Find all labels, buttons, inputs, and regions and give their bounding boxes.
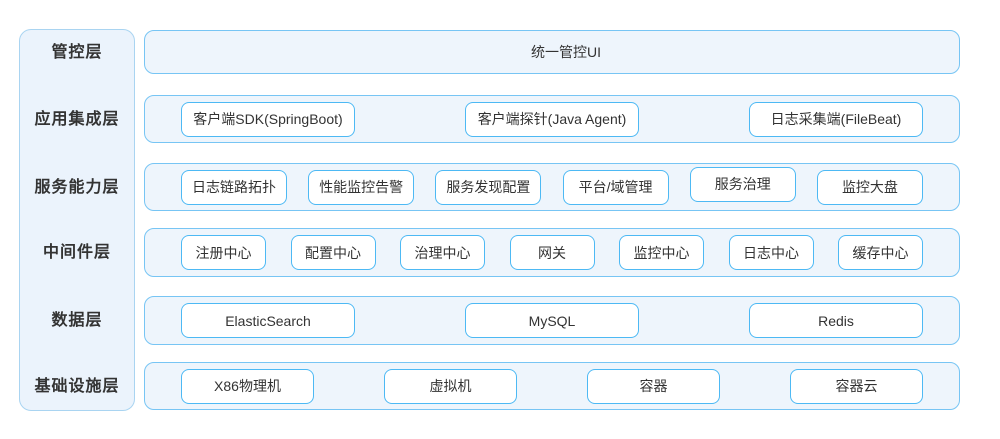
row-service-capability-layer: 日志链路拓扑 性能监控告警 服务发现配置 平台/域管理 服务治理 监控大盘	[144, 163, 960, 211]
box-mysql: MySQL	[465, 303, 639, 338]
row-infrastructure-layer: X86物理机 虚拟机 容器 容器云	[144, 362, 960, 410]
box-virtual-machine: 虚拟机	[384, 368, 517, 404]
layer-label-infrastructure: 基础设施层	[34, 378, 120, 395]
box-gateway: 网关	[509, 235, 595, 270]
layer-sidebar: 管控层 应用集成层 服务能力层 中间件层 数据层 基础设施层	[19, 29, 135, 411]
layer-label-data: 数据层	[51, 312, 103, 329]
layer-label-control: 管控层	[51, 44, 103, 61]
box-service-discovery-config: 服务发现配置	[435, 169, 542, 205]
box-monitor-dashboard: 监控大盘	[816, 169, 923, 205]
layer-label-service-capability: 服务能力层	[34, 179, 120, 196]
box-client-agent: 客户端探针(Java Agent)	[465, 101, 639, 137]
box-platform-domain-mgmt: 平台/域管理	[562, 169, 669, 205]
box-monitor-center: 监控中心	[619, 235, 704, 270]
row-middleware-layer: 注册中心 配置中心 治理中心 网关 监控中心 日志中心 缓存中心	[144, 228, 960, 277]
box-container-cloud: 容器云	[790, 368, 923, 404]
box-performance-monitor-alert: 性能监控告警	[308, 169, 415, 205]
box-cache-center: 缓存中心	[838, 235, 923, 270]
box-log-center: 日志中心	[728, 235, 814, 270]
layer-label-app-integration: 应用集成层	[34, 111, 120, 128]
row-app-integration-layer: 客户端SDK(SpringBoot) 客户端探针(Java Agent) 日志采…	[144, 95, 960, 143]
box-registry-center: 注册中心	[181, 235, 266, 270]
box-elasticsearch: ElasticSearch	[181, 303, 355, 338]
unified-control-ui-label: 统一管控UI	[531, 44, 601, 60]
layer-label-middleware: 中间件层	[42, 244, 111, 261]
box-service-governance: 服务治理	[689, 166, 796, 202]
box-client-sdk: 客户端SDK(SpringBoot)	[181, 101, 355, 137]
row-data-layer: ElasticSearch MySQL Redis	[144, 296, 960, 345]
box-governance-center: 治理中心	[400, 235, 485, 270]
box-redis: Redis	[749, 303, 923, 338]
box-container: 容器	[587, 368, 720, 404]
row-control-layer: 统一管控UI	[144, 30, 960, 74]
box-config-center: 配置中心	[290, 235, 376, 270]
box-log-trace-topology: 日志链路拓扑	[181, 169, 287, 205]
box-x86-physical-machine: X86物理机	[181, 368, 314, 404]
box-log-collector: 日志采集端(FileBeat)	[749, 101, 923, 137]
